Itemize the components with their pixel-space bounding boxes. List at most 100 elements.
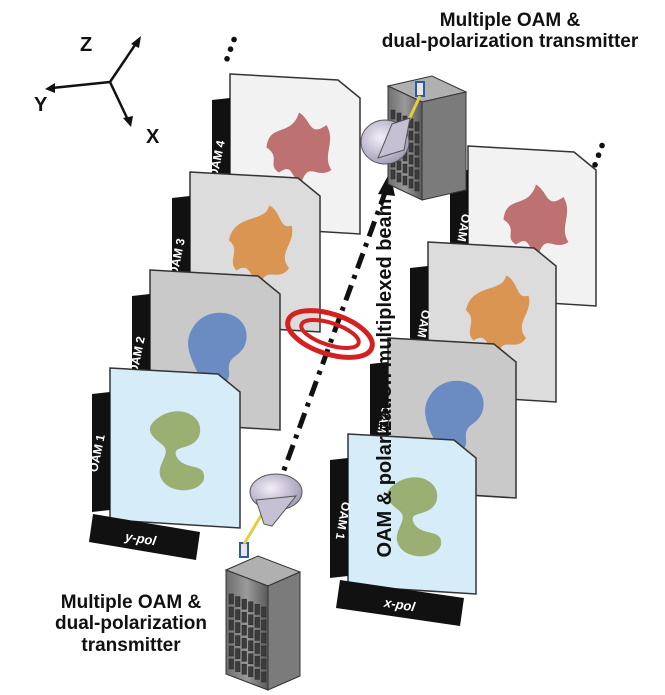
axis-x-line: [108, 81, 130, 121]
cabinet-slot: [402, 163, 408, 174]
top-connector: [415, 81, 425, 97]
bottom-transmitter-label-line3: transmitter: [81, 634, 181, 656]
multiplexed-beam-label: OAM & polarization multiplexed beam: [373, 198, 396, 558]
cabinet-slot: [261, 606, 267, 618]
cabinet-slot: [228, 593, 234, 605]
axis-y-label: Y: [34, 94, 48, 116]
cabinet-slot: [228, 632, 234, 644]
axis-x-label: X: [146, 126, 160, 148]
cabinet-slot: [408, 130, 414, 141]
cabinet-slot: [241, 637, 247, 649]
cabinet-slot: [390, 109, 396, 120]
cabinet-slot: [414, 169, 420, 180]
cabinet-slot: [402, 175, 408, 186]
cabinet-slot: [241, 650, 247, 662]
axis-z-label: Z: [80, 34, 93, 56]
cabinet-slot: [248, 614, 254, 626]
right-frame-label: OAM 1: [333, 501, 353, 541]
top-transmitter: [360, 75, 468, 201]
bottom-transmitter-label: Multiple OAM & dual-polarization transmi…: [6, 592, 256, 656]
cabinet-slot: [408, 166, 414, 177]
bottom-connector: [239, 542, 249, 558]
right-frame-oam-1: OAM 1: [330, 433, 477, 595]
cabinet-slot: [235, 648, 241, 659]
axis-z-arrow: [131, 36, 141, 48]
right-pol-tag: x-pol: [336, 580, 464, 626]
cabinet-slot: [261, 645, 267, 657]
cabinet-slot: [228, 645, 234, 657]
cabinet-slot: [414, 145, 420, 156]
top-transmitter-label: Multiple OAM & dual-polarization transmi…: [365, 10, 655, 53]
cabinet-slot: [241, 611, 247, 623]
bottom-transmitter: [224, 473, 303, 691]
axis-y-line: [51, 80, 111, 90]
right-frame-tag: [330, 458, 348, 578]
cabinet-slot: [248, 666, 254, 678]
left-pol-tag: y-pol: [89, 514, 200, 560]
cabinet-slot: [248, 640, 254, 652]
right-frame-label: OAM 2: [373, 405, 393, 445]
cabinet-slot: [248, 653, 254, 665]
cabinet-slot: [254, 604, 260, 615]
cabinet-slot: [254, 656, 260, 667]
cabinet-slot: [396, 112, 402, 123]
cabinet-slot: [408, 178, 414, 189]
cabinet-slot: [228, 658, 234, 670]
axis-y-arrow: [45, 83, 55, 93]
cabinet-slot: [261, 632, 267, 644]
left-frame-tag: [92, 392, 110, 512]
axis-x-arrow: [123, 116, 133, 127]
right-intensity-profile-1: [386, 477, 442, 557]
left-intensity-profile-1: [149, 411, 205, 491]
cabinet-slot: [414, 121, 420, 132]
axis-z-line: [108, 41, 139, 83]
cabinet-slot: [254, 643, 260, 654]
cabinet-slot: [248, 601, 254, 613]
right-ellipsis: •••: [585, 138, 613, 173]
beam-ring-inner: [299, 318, 361, 350]
cabinet-slot: [414, 133, 420, 144]
bottom-fiber: [242, 513, 264, 545]
cabinet-slot: [241, 624, 247, 636]
cabinet-slot: [235, 609, 241, 620]
bottom-transmitter-label-line2: dual-polarization: [55, 613, 207, 635]
top-horn-body: [377, 117, 411, 159]
cabinet-slot: [390, 169, 396, 180]
bottom-cabinet-slots: [228, 593, 267, 683]
cabinet-slot: [261, 619, 267, 631]
cabinet-slot: [241, 663, 247, 675]
top-transmitter-label-line2: dual-polarization transmitter: [381, 31, 639, 53]
left-intensity-profile-3: [229, 205, 293, 283]
left-intensity-profile-4: [266, 112, 332, 183]
right-intensity-profile-4: [503, 184, 569, 255]
cabinet-slot: [228, 606, 234, 618]
left-pol-label: y-pol: [123, 529, 157, 549]
left-intensity-profile-2: [188, 312, 247, 387]
right-intensity-profile-2: [425, 380, 484, 455]
left-ellipsis: •••: [217, 32, 245, 67]
cabinet-slot: [261, 671, 267, 683]
cabinet-slot: [228, 619, 234, 631]
right-frame-oam-3: OAM 3: [410, 241, 557, 403]
beam-line: [273, 189, 389, 493]
cabinet-slot: [235, 622, 241, 633]
right-frame-label: OAM 4: [453, 213, 473, 253]
left-frame-oam-1: OAM 1: [86, 367, 241, 529]
cabinet-slot: [248, 627, 254, 639]
bottom-transmitter-label-line1: Multiple OAM &: [60, 592, 202, 613]
top-cabinet-side: [421, 91, 467, 201]
axes-group: [45, 36, 141, 127]
right-pol-label: x-pol: [382, 595, 416, 615]
cabinet-slot: [241, 598, 247, 610]
cabinet-slot: [254, 669, 260, 680]
right-intensity-profile-3: [466, 275, 530, 353]
top-transmitter-label-line1: Multiple OAM &: [439, 10, 581, 31]
cabinet-slot: [235, 661, 241, 672]
cabinet-slot: [396, 172, 402, 183]
cabinet-slot: [254, 617, 260, 628]
